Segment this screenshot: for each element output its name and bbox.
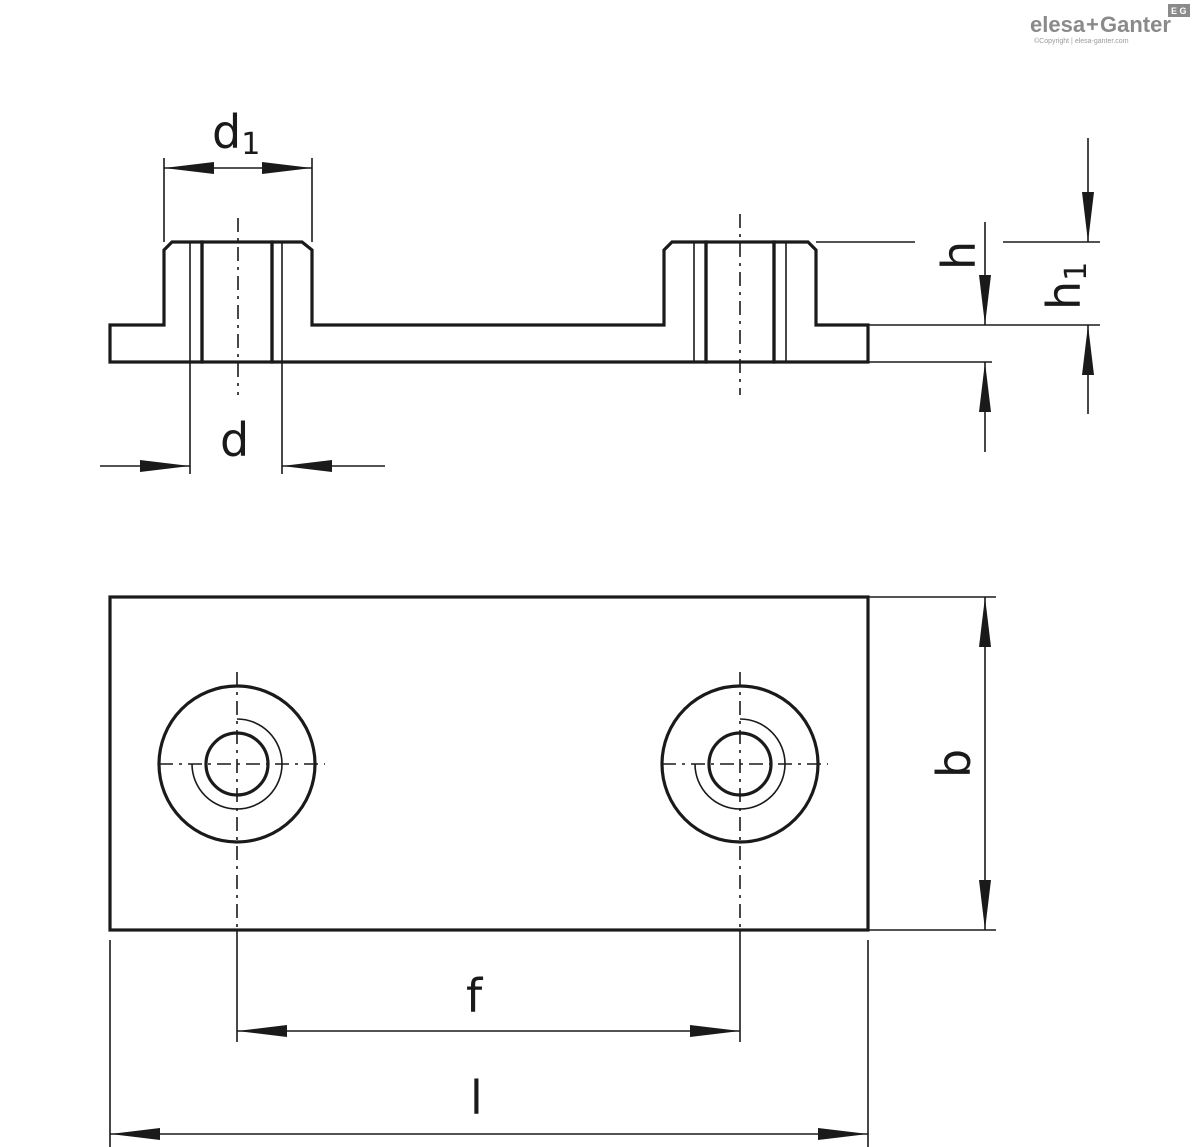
label-l: l — [470, 1071, 483, 1125]
logo-brand-right: Ganter — [1100, 12, 1171, 37]
label-f: f — [466, 969, 484, 1023]
section-view: d1 d h h1 — [100, 105, 1100, 474]
left-thread-arc — [191, 718, 283, 810]
left-bore — [200, 240, 274, 364]
top-view: b f l — [108, 595, 996, 1147]
section-body-middle — [270, 240, 708, 364]
label-d1: d1 — [212, 105, 260, 162]
right-thread-arc — [694, 718, 786, 810]
label-b: b — [927, 749, 981, 778]
plate-outline — [108, 595, 870, 932]
section-body-left — [108, 240, 204, 364]
label-h1: h1 — [1037, 262, 1094, 310]
elesa-ganter-logo: elesa + Ganter E G ©Copyright | elesa-ga… — [1030, 4, 1190, 45]
logo-brand-plus: + — [1086, 12, 1099, 37]
section-body-right — [772, 240, 870, 364]
label-d: d — [220, 413, 249, 467]
logo-brand-left: elesa — [1030, 12, 1086, 37]
label-h: h — [932, 241, 986, 270]
logo-copyright: ©Copyright | elesa-ganter.com — [1034, 37, 1129, 45]
logo-badge-box — [1168, 4, 1190, 17]
logo-badge: E G — [1171, 6, 1187, 16]
